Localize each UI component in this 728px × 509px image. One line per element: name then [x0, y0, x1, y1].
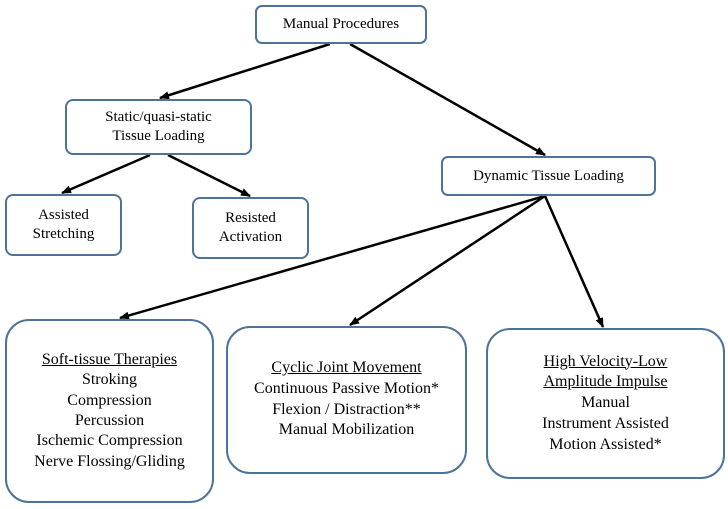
list-item: Percussion — [74, 412, 145, 429]
node-cyclic-joint-movement: Cyclic Joint Movement Continuous Passive… — [226, 326, 467, 474]
node-cyclic-title: Cyclic Joint Movement — [271, 359, 422, 376]
arrow-dynamic-to-soft — [119, 194, 546, 320]
node-hvla-title-line1: High Velocity-Low — [543, 352, 668, 370]
node-soft-tissue-therapies: Soft-tissue Therapies Stroking Compressi… — [5, 319, 214, 503]
list-item: Nerve Flossing/Gliding — [34, 452, 185, 470]
node-static-line2: Tissue Loading — [112, 128, 205, 144]
list-item: Instrument Assisted — [542, 414, 669, 432]
list-item: Flexion / Distraction** — [272, 400, 421, 418]
node-resisted-line1: Resisted — [225, 210, 276, 227]
arrow-static-to-resisted — [167, 153, 251, 198]
arrow-root-to-static — [159, 42, 331, 100]
node-manual-procedures: Manual Procedures — [255, 5, 427, 44]
node-dynamic-tissue-loading: Dynamic Tissue Loading — [441, 156, 656, 196]
node-static-line1: Static/quasi-static — [105, 109, 212, 126]
list-item: Stroking — [81, 371, 138, 389]
list-item: Manual — [581, 394, 630, 412]
node-assisted-stretching: Assisted Stretching — [5, 194, 122, 256]
arrow-dynamic-to-hvla — [543, 195, 605, 328]
node-assisted-line1: Assisted — [38, 207, 89, 224]
list-item: Continuous Passive Motion* — [254, 379, 439, 397]
node-hvla-title-line2: Amplitude Impulse — [543, 373, 668, 391]
node-resisted-line2: Activation — [218, 229, 283, 245]
arrow-dynamic-to-cyclic — [349, 194, 546, 327]
list-item: Ischemic Compression — [36, 432, 183, 450]
list-item: Compression — [67, 391, 152, 409]
node-static-tissue-loading: Static/quasi-static Tissue Loading — [65, 99, 252, 155]
node-resisted-activation: Resisted Activation — [192, 197, 309, 259]
arrow-root-to-dynamic — [349, 42, 546, 157]
node-hvla: High Velocity-Low Amplitude Impulse Manu… — [486, 328, 725, 479]
list-item: Manual Mobilization — [278, 421, 415, 439]
list-item: Motion Assisted* — [549, 435, 662, 453]
node-manual-procedures-label: Manual Procedures — [282, 16, 400, 33]
node-assisted-line2: Stretching — [32, 226, 95, 242]
node-soft-tissue-title: Soft-tissue Therapies — [41, 351, 178, 369]
arrow-static-to-assisted — [61, 153, 151, 195]
node-dynamic-label: Dynamic Tissue Loading — [473, 167, 624, 184]
